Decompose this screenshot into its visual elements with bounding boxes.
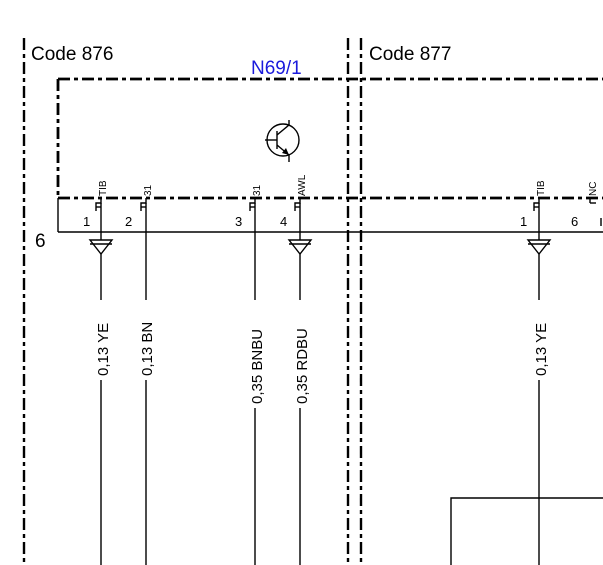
pin-1-tib: [88, 198, 114, 565]
pin-signal: TIB: [98, 180, 109, 196]
zone-label-code-877: Code 877: [369, 44, 451, 65]
transistor-icon: [265, 120, 300, 162]
pin-2-ground: [140, 198, 147, 565]
wire-label: 0,13 BN: [139, 322, 156, 376]
pin-signal: TIB: [536, 180, 547, 196]
pin-number: 1: [83, 214, 90, 229]
pin-signal: NC: [588, 182, 599, 196]
wire-label: 0,13 YE: [95, 323, 112, 376]
lower-component-box: [450, 497, 603, 565]
pin-signal: AWL: [297, 174, 308, 196]
wire-label: 0,13 YE: [533, 323, 550, 376]
pin-3-ground: [249, 198, 256, 565]
pin-number: 1: [520, 214, 527, 229]
pin-signal: 31: [143, 184, 154, 196]
pin-number: 2: [125, 214, 132, 229]
zone-label-code-876: Code 876: [31, 44, 113, 65]
pin-6-nc: [589, 198, 596, 204]
pin-1-tib-877: [526, 198, 552, 565]
pin-number: 6: [571, 214, 578, 229]
pin-signal: 31: [252, 184, 263, 196]
pin-number: 3: [235, 214, 242, 229]
wire-label: 0,35 RDBU: [294, 328, 311, 404]
pin-number: 4: [280, 214, 287, 229]
pin-4-awl: [287, 198, 313, 565]
connector-label: 6: [35, 231, 46, 252]
component-name: N69/1: [251, 58, 302, 79]
wire-label: 0,35 BNBU: [249, 329, 266, 404]
